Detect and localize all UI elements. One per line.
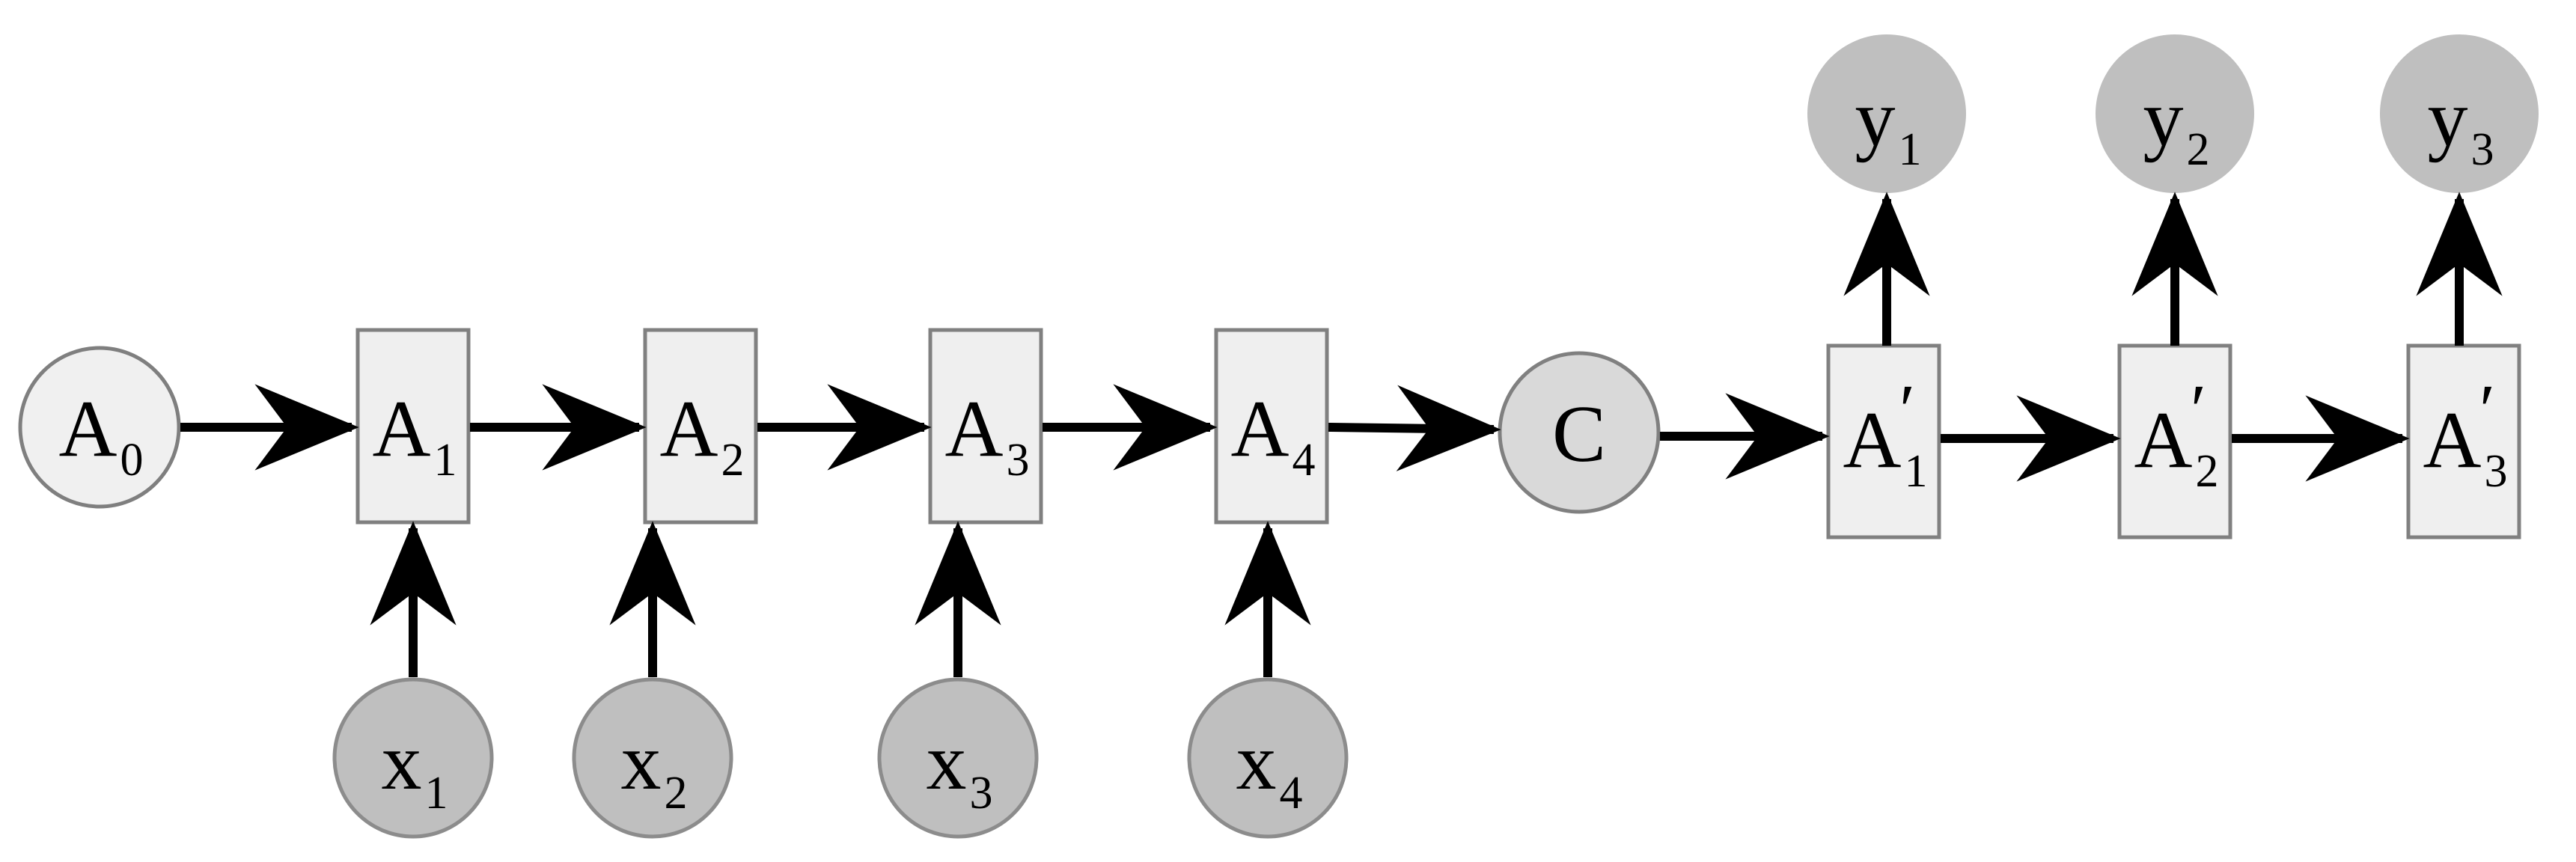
encoder-state-box-a4[interactable] bbox=[1214, 328, 1329, 525]
output-circle-y3[interactable] bbox=[2380, 34, 2539, 193]
output-circle-y2[interactable] bbox=[2096, 34, 2254, 193]
input-circle-x3[interactable] bbox=[877, 677, 1039, 839]
output-circle-y1[interactable] bbox=[1807, 34, 1966, 193]
arrow-a4-to-c bbox=[1328, 385, 1501, 471]
input-circle-x2[interactable] bbox=[572, 677, 733, 839]
decoder-state-box-a2-prime[interactable] bbox=[2117, 343, 2232, 539]
context-circle-c[interactable] bbox=[1498, 351, 1661, 514]
input-circle-x1[interactable] bbox=[332, 677, 494, 839]
encoder-state-box-a1[interactable] bbox=[355, 328, 471, 525]
encoder-state-box-a3[interactable] bbox=[928, 328, 1043, 525]
encoder-state-box-a2[interactable] bbox=[643, 328, 758, 525]
input-circle-x4[interactable] bbox=[1187, 677, 1349, 839]
decoder-state-box-a3-prime[interactable] bbox=[2406, 343, 2521, 539]
decoder-state-box-a1-prime[interactable] bbox=[1826, 343, 1941, 539]
initial-state-circle-a0[interactable] bbox=[18, 346, 181, 509]
